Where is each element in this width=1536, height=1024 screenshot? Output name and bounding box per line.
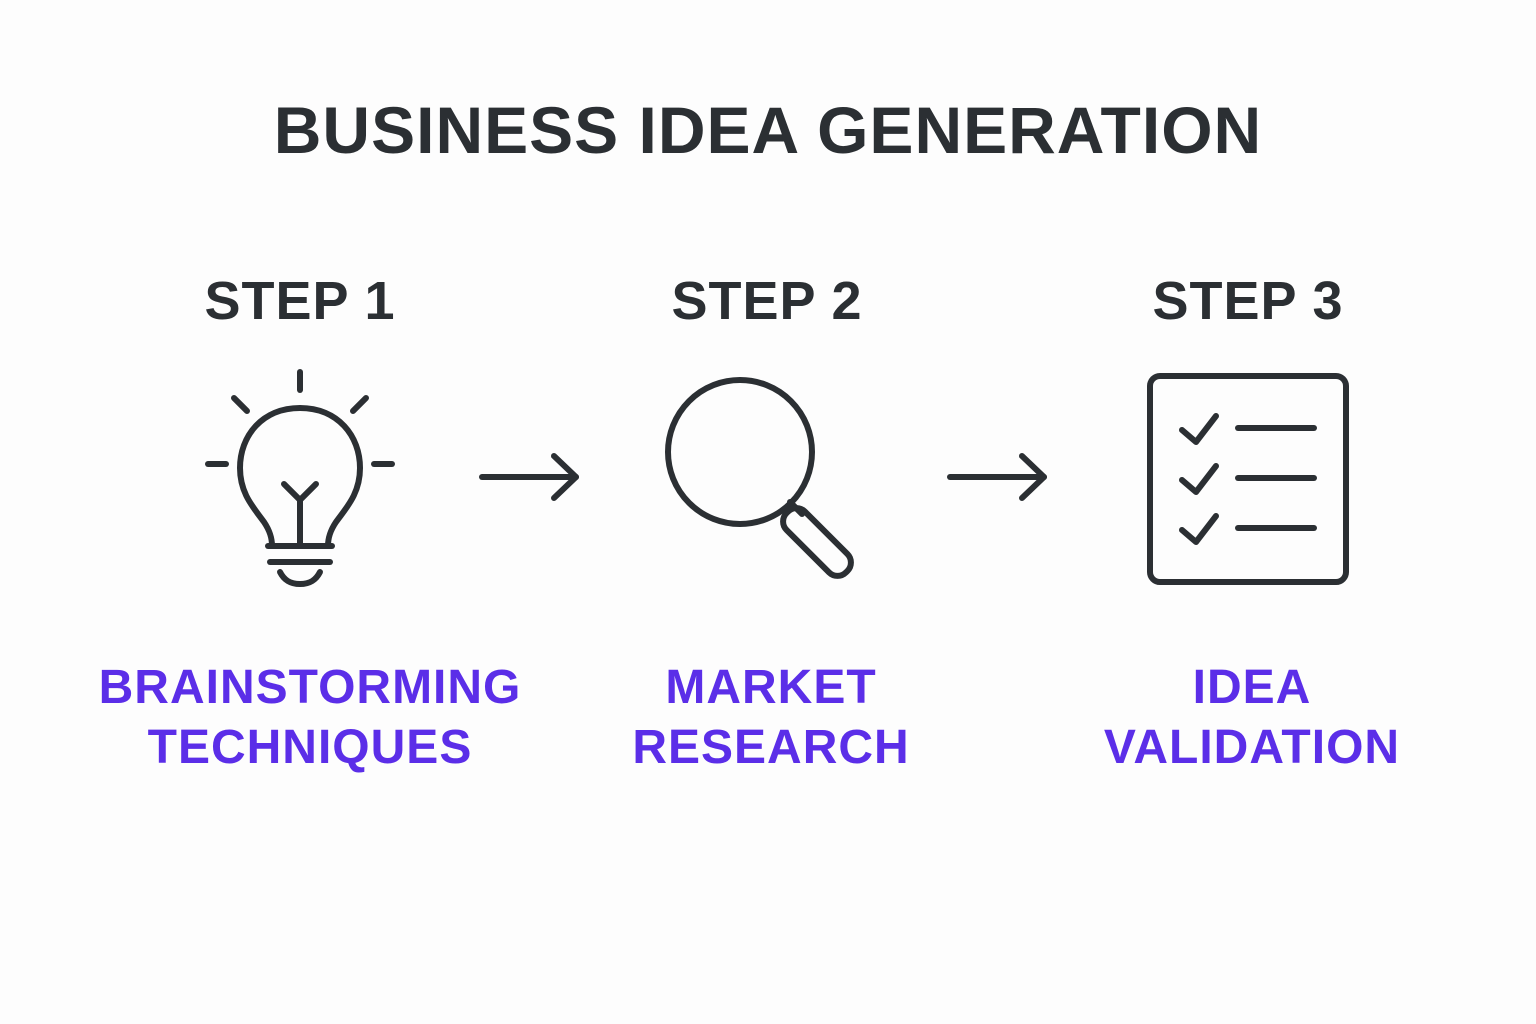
step-1-label: STEP 1 [204,271,396,331]
step-2-name-line-2: RESEARCH [632,721,910,774]
arrow-right-icon [476,450,586,504]
step-3-name-line-2: VALIDATION [1103,721,1401,774]
step-2-name-line-1: MARKET [665,661,877,714]
lightbulb-icon [200,366,400,590]
diagram-title: BUSINESS IDEA GENERATION [273,93,1263,167]
magnifying-glass-icon [656,368,876,588]
checklist-icon [1144,370,1354,588]
step-3-name-line-1: IDEA [1192,661,1312,714]
step-2-label: STEP 2 [671,271,863,331]
step-3-name: IDEA VALIDATION [1022,658,1482,778]
arrow-right-icon [944,450,1054,504]
step-1-name-line-1: BRAINSTORMING [98,661,522,714]
step-1-name-line-2: TECHNIQUES [147,721,473,774]
step-3-label: STEP 3 [1152,271,1344,331]
step-2-name: MARKET RESEARCH [541,658,1001,778]
step-1-name: BRAINSTORMING TECHNIQUES [80,658,540,778]
